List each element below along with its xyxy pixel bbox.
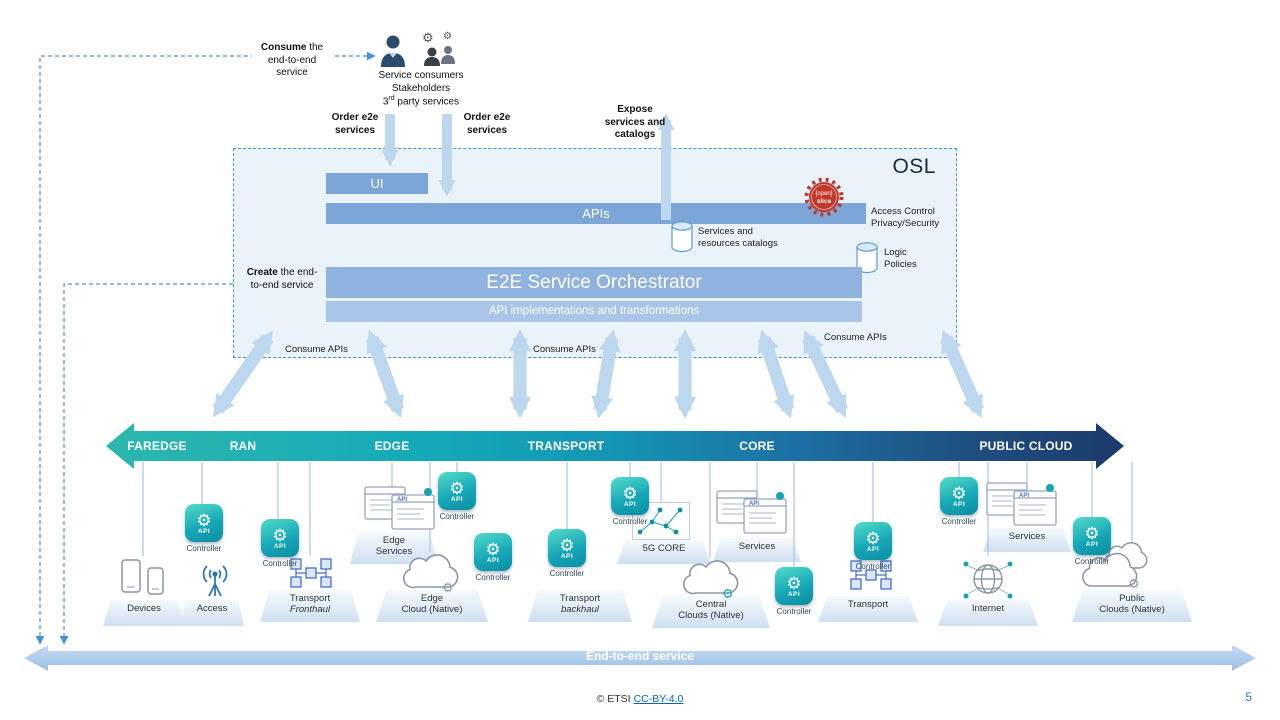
svg-text:API: API: [397, 497, 407, 503]
api-gear-icon: ⚙API: [261, 519, 299, 557]
devices-icon: [121, 559, 164, 595]
platform-public-clouds: Public Clouds (Native): [1072, 590, 1192, 622]
license-link[interactable]: CC-BY-4.0: [633, 693, 684, 705]
api-controller-public-clouds: ⚙API Controller: [1070, 517, 1114, 566]
catalogs-label: Services and resources catalogs: [698, 226, 778, 250]
band-segment-core: CORE: [739, 439, 775, 453]
platform-transport-core: Transport: [818, 596, 918, 622]
api-gear-icon: ⚙API: [611, 477, 649, 515]
5g-core-diagram-icon: [632, 502, 690, 540]
api-controller-edge-cloud: ⚙API Controller: [471, 533, 515, 582]
platform-services-public: Services: [983, 528, 1071, 552]
platform-central-clouds: Central Clouds (Native): [652, 596, 770, 628]
api-controller-central-clouds: ⚙API Controller: [772, 567, 816, 616]
person-icon: [381, 35, 405, 67]
band-segment-ran: RAN: [229, 439, 257, 453]
band-segment-faredge: FAREDGE: [127, 439, 187, 453]
svg-text:⚙: ⚙: [1128, 576, 1140, 591]
public-clouds-icon: ⚙: [1082, 541, 1148, 591]
access-antenna-icon: [202, 565, 228, 597]
svg-text:{open}: {open}: [815, 191, 832, 197]
api-controller-ran: ⚙API Controller: [258, 519, 302, 568]
consume-apis-label-mid: Consume APIs: [533, 344, 596, 355]
svg-text:⚙: ⚙: [442, 580, 454, 594]
api-gear-icon: ⚙API: [775, 567, 813, 605]
service-consumers-caption: Service consumers Stakeholders 3rd party…: [378, 70, 464, 108]
platform-5g-core: 5G CORE: [617, 540, 711, 564]
platform-transport-backhaul: Transport backhaul: [528, 590, 632, 622]
api-controller-edge: ⚙API Controller: [435, 472, 479, 521]
platform-transport-fronthaul: Transport Fronthaul: [260, 590, 360, 622]
api-gear-icon: ⚙API: [185, 504, 223, 542]
api-implementations-bar: API implementations and transformations: [326, 301, 862, 322]
api-gear-icon: ⚙API: [474, 533, 512, 571]
stakeholders-icon: ⚙ ⚙: [422, 30, 455, 66]
consume-apis-label-right: Consume APIs: [824, 332, 887, 343]
svg-text:⚙: ⚙: [422, 30, 434, 45]
osl-title: OSL: [892, 155, 936, 178]
consume-e2e-note: Consume the end-to-end service: [252, 42, 332, 80]
create-e2e-note: Create the end-to-end service: [246, 267, 318, 291]
end-to-end-service-label: End-to-end service: [585, 649, 695, 663]
api-controller-public-services: ⚙API Controller: [937, 477, 981, 526]
svg-text:⚙: ⚙: [443, 31, 452, 42]
core-services-api-docs-icon: API: [716, 490, 787, 534]
osl-container: OSL UI APIs {open} slice Access Control …: [233, 148, 957, 358]
platform-edge-cloud: Edge Cloud (Native): [376, 590, 488, 622]
api-gear-icon: ⚙API: [1073, 517, 1111, 555]
api-gear-icon: ⚙API: [940, 477, 978, 515]
openslice-logo: {open} slice: [804, 177, 844, 217]
platform-devices: Devices: [103, 600, 185, 626]
platform-internet: Internet: [938, 600, 1038, 626]
api-gear-icon: ⚙API: [854, 522, 892, 560]
access-control-label: Access Control Privacy/Security: [871, 206, 940, 230]
api-controller-devices: ⚙API Controller: [182, 504, 226, 553]
api-controller-transport-backhaul: ⚙API Controller: [545, 529, 589, 578]
expose-services-label: Expose services and catalogs: [604, 104, 666, 140]
copyright-text: © ETSI: [596, 693, 631, 705]
ui-bar: UI: [326, 173, 428, 194]
public-services-api-docs-icon: API: [986, 482, 1057, 526]
internet-globe-icon: [963, 561, 1013, 599]
band-segment-edge: EDGE: [374, 439, 410, 453]
edge-services-api-docs-icon: API: [364, 486, 435, 530]
svg-text:API: API: [749, 501, 759, 507]
svg-text:⚙: ⚙: [722, 586, 734, 600]
page-number: 5: [1245, 690, 1252, 704]
svg-text:API: API: [1019, 493, 1029, 499]
api-controller-5g-core: ⚙API Controller: [608, 477, 652, 526]
api-controller-transport-core: ⚙API Controller: [851, 522, 895, 571]
platform-services-core: Services: [713, 538, 801, 562]
logic-policies-label: Logic Policies: [884, 247, 917, 271]
e2e-orchestrator-bar: E2E Service Orchestrator: [326, 267, 862, 298]
order-e2e-right-label: Order e2e services: [463, 112, 511, 136]
catalog-database-icon: [671, 221, 693, 253]
consume-apis-label-left: Consume APIs: [285, 344, 348, 355]
api-gear-icon: ⚙API: [548, 529, 586, 567]
band-segment-transport: TRANSPORT: [527, 439, 605, 453]
edge-cloud-icon: ⚙: [402, 554, 459, 594]
band-segment-public-cloud: PUBLIC CLOUD: [979, 439, 1073, 453]
platform-access: Access: [180, 600, 244, 626]
order-e2e-left-label: Order e2e services: [331, 112, 379, 136]
transport-network-icon: [850, 560, 892, 590]
central-clouds-icon: ⚙: [682, 560, 739, 600]
svg-text:slice: slice: [817, 198, 832, 205]
apis-bar: APIs: [326, 203, 866, 224]
api-gear-icon: ⚙API: [438, 472, 476, 510]
